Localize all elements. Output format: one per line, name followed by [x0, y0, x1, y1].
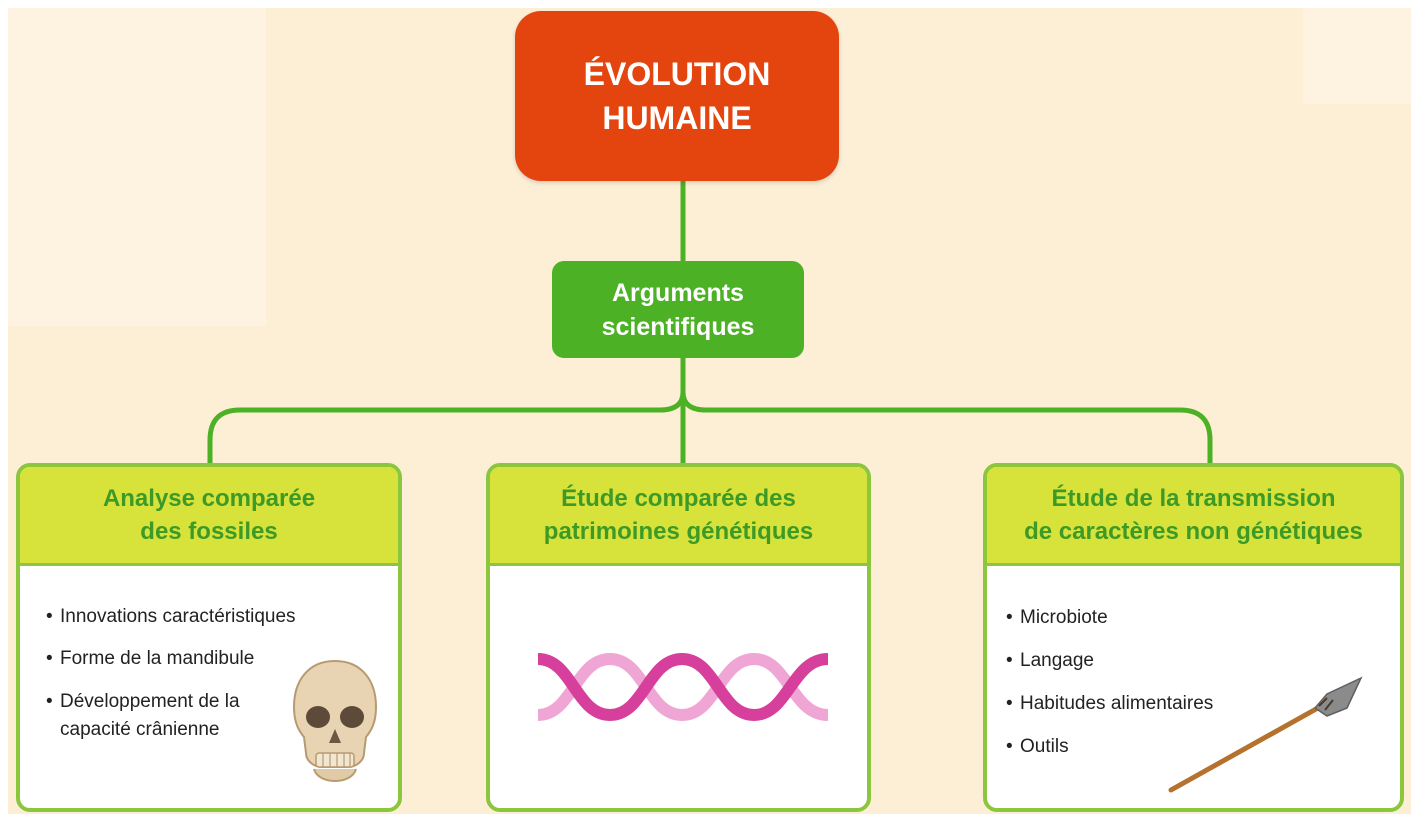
list-item: Outils: [1006, 734, 1286, 759]
branch-card-fossils: Analyse comparée des fossiles Innovation…: [16, 463, 402, 812]
branch-item-list: Innovations caractéristiques Forme de la…: [46, 604, 296, 744]
background-patch-left: [8, 8, 266, 326]
list-item: Innovations caractéristiques: [46, 604, 296, 629]
connector-left: [207, 355, 686, 469]
spear-icon: [1168, 676, 1363, 793]
list-item: Développement de la capacité crânienne: [46, 688, 296, 744]
list-item: Habitudes alimentaires: [1006, 691, 1286, 716]
branch-title: Étude de la transmission de caractères n…: [1024, 485, 1363, 545]
list-item: Forme de la mandibule: [46, 646, 296, 671]
middle-label: Arguments scientifiques: [601, 278, 755, 341]
middle-node: Arguments scientifiques: [552, 261, 804, 358]
branch-title: Analyse comparée des fossiles: [102, 485, 316, 545]
list-item: Langage: [1006, 648, 1286, 673]
branch-card-header: Étude de la transmission de caractères n…: [987, 467, 1400, 566]
dna-helix-icon: [538, 652, 828, 722]
branch-item-list: Microbiote Langage Habitudes alimentaire…: [1006, 605, 1286, 759]
branch-card-genetics: Étude comparée des patrimoines génétique…: [486, 463, 871, 812]
branch-card-header: Étude comparée des patrimoines génétique…: [490, 467, 867, 566]
list-item: Microbiote: [1006, 605, 1286, 630]
branch-title: Étude comparée des patrimoines génétique…: [543, 485, 814, 545]
root-label: ÉVOLUTION HUMAINE: [583, 56, 771, 136]
background-patch-right: [1303, 8, 1411, 104]
connector-right: [680, 389, 1213, 469]
skull-icon: [292, 659, 378, 782]
branch-card-header: Analyse comparée des fossiles: [20, 467, 398, 566]
root-node: ÉVOLUTION HUMAINE: [515, 11, 839, 181]
branch-card-non-genetic: Étude de la transmission de caractères n…: [983, 463, 1404, 812]
